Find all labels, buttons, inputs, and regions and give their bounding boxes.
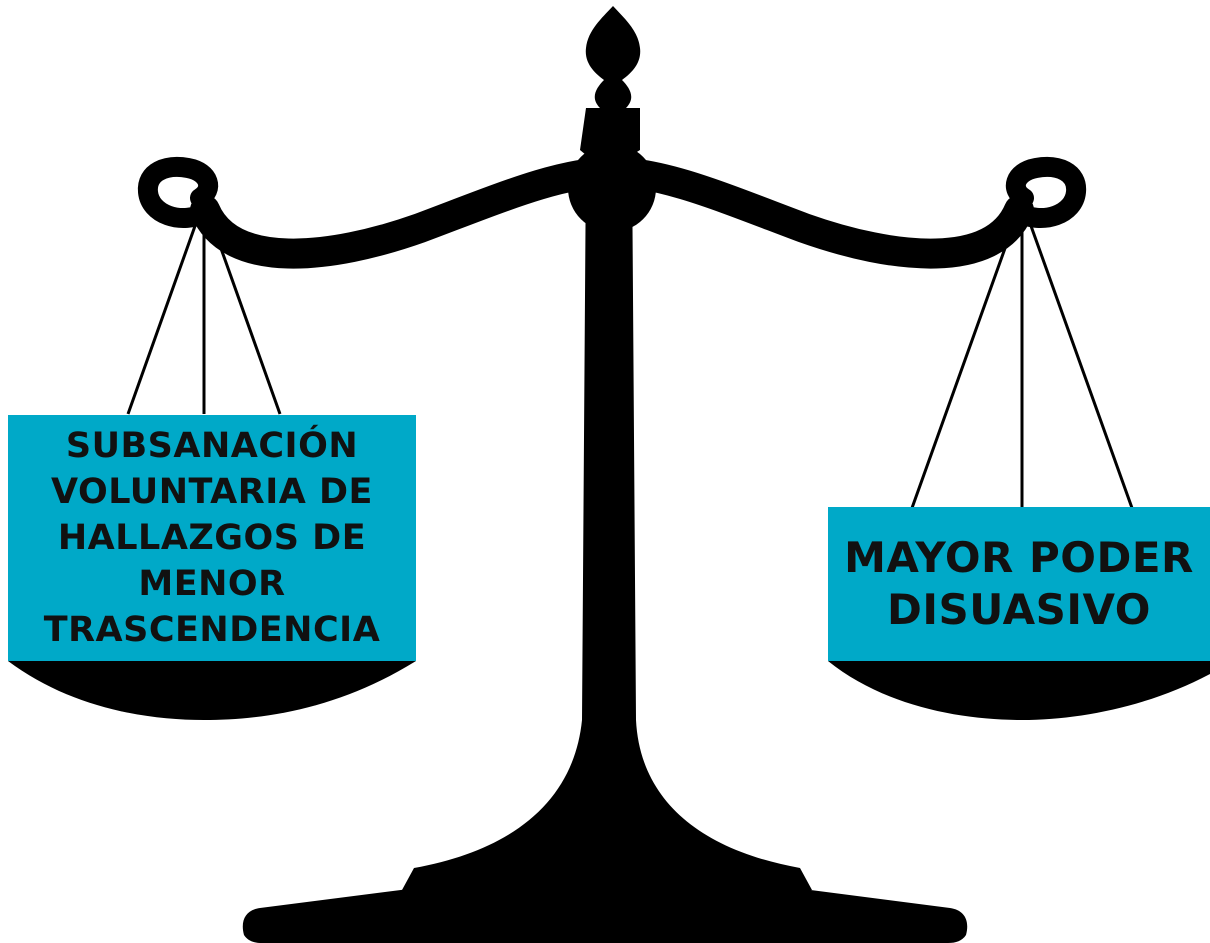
left-pan-line-3: HALLAZGOS DE [57,518,367,558]
left-pan-bowl [8,661,416,720]
left-pan-line-2: VOLUNTARIA DE [51,472,373,512]
right-pan-strings [910,211,1134,509]
scale-right-curl [1005,157,1087,228]
right-pan-line-2: DISUASIVO [887,585,1151,634]
scale-base [242,870,968,943]
scale-finial [585,6,641,108]
left-pan-line-5: TRASCENDENCIA [43,610,381,650]
scale-post [402,108,812,890]
scale-left-curl [137,157,219,228]
left-pan-label: SUBSANACIÓN VOLUNTARIA DE HALLAZGOS DE M… [8,415,416,661]
left-pan-line-4: MENOR [138,564,286,604]
right-pan-label: MAYOR PODER DISUASIVO [828,507,1210,661]
left-pan-line-1: SUBSANACIÓN [65,426,359,466]
right-pan-line-1: MAYOR PODER [844,533,1194,582]
scale-beam [190,156,1034,269]
left-pan-strings [126,211,282,415]
right-pan-bowl [828,661,1210,720]
